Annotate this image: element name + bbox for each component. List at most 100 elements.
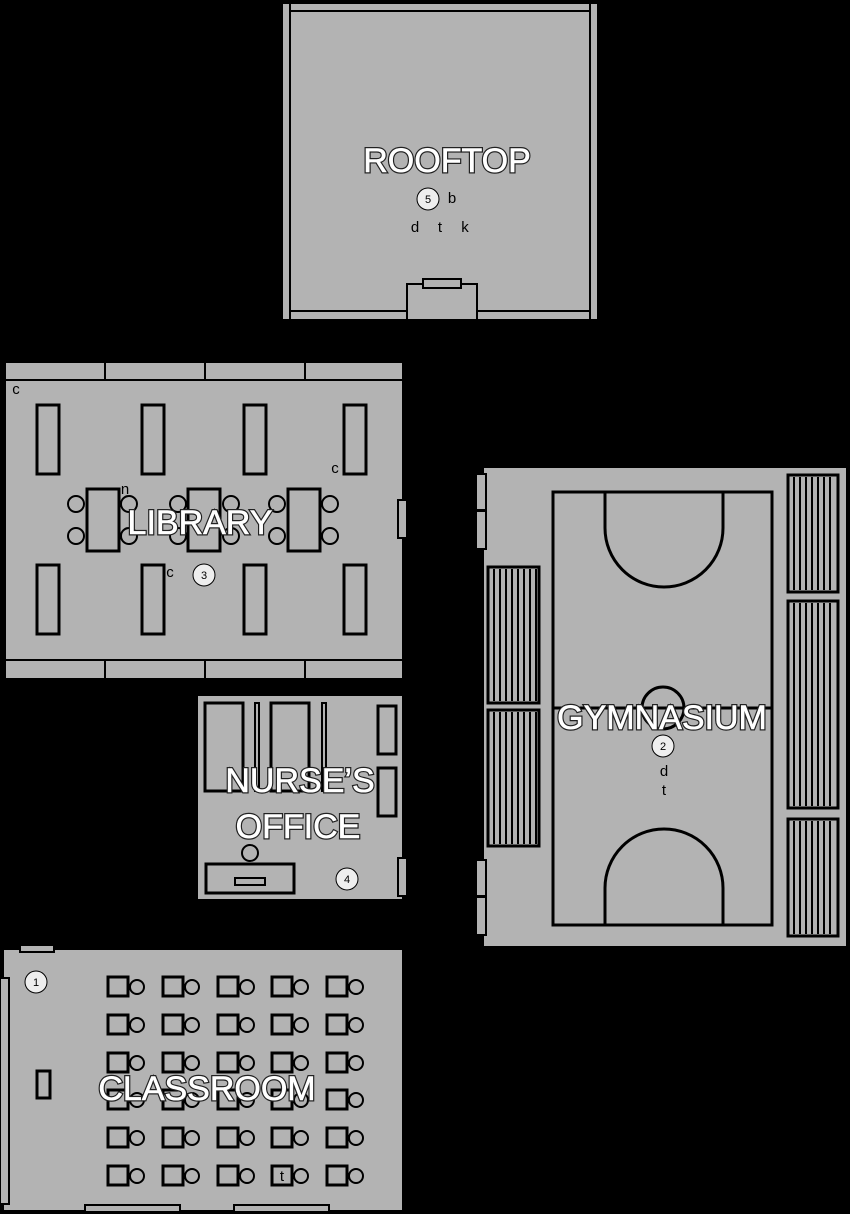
student-desk (106, 975, 145, 998)
gymnasium-label: GYMNASIUM (557, 699, 767, 737)
rooftop-marker-number: 5 (425, 194, 431, 206)
rooftop-letter-b: b (448, 190, 456, 207)
classroom-door-top[interactable] (19, 944, 55, 953)
student-chair (184, 1055, 200, 1071)
student-desk (216, 1164, 255, 1187)
student-chair (293, 1092, 309, 1108)
nurses-office-room[interactable]: NURSE’S NURSE’S OFFICE OFFICE 4 (196, 694, 408, 901)
student-chair (184, 1092, 200, 1108)
classroom-teacher-desk (35, 1069, 52, 1100)
library-shelves-bottom (4, 659, 404, 680)
rooftop-label-outline: ROOFTOP (363, 142, 531, 180)
library-shelves-top (4, 361, 404, 381)
rooftop-room[interactable]: ROOFTOP ROOFTOP 5 b d t k (281, 2, 599, 321)
classroom-door-bottom-right[interactable] (233, 1204, 330, 1213)
rooftop-wall-bottom-left (289, 310, 409, 321)
nurses-office-label-line2: OFFICE (236, 808, 361, 846)
nurses-office-marker-number: 4 (344, 874, 350, 886)
nurses-office-label-line1-outline: NURSE’S (225, 762, 374, 800)
rooftop-wall-bottom-right (476, 310, 591, 321)
classroom-label: CLASSROOM (98, 1070, 315, 1108)
rooftop-door[interactable] (422, 278, 462, 289)
student-chair (239, 1130, 255, 1146)
nurses-office-label-line1: NURSE’S (225, 762, 374, 800)
student-desk (270, 1051, 309, 1074)
classroom-door-bottom-left[interactable] (84, 1204, 181, 1213)
nurses-office-beds (203, 701, 311, 793)
student-desk (325, 1164, 364, 1187)
library-door[interactable] (397, 499, 408, 539)
rooftop-letter-k: k (461, 219, 469, 236)
nurses-office-chair (241, 844, 259, 862)
student-chair (239, 1055, 255, 1071)
rooftop-marker[interactable] (416, 187, 440, 211)
student-chair (293, 1017, 309, 1033)
bleacher-block (486, 565, 541, 705)
student-chair (239, 1168, 255, 1184)
rooftop-label: ROOFTOP (363, 142, 531, 180)
classroom-marker[interactable] (24, 970, 48, 994)
library-marker-number: 3 (201, 570, 207, 582)
bleacher-block (486, 708, 541, 848)
student-desk (270, 1088, 309, 1111)
classroom-room[interactable]: CLASSROOM CLASSROOM 1 t (0, 944, 404, 1213)
student-chair (129, 1092, 145, 1108)
bleacher-block (786, 473, 840, 594)
gymnasium-label-outline: GYMNASIUM (557, 699, 767, 737)
library-room[interactable]: LIBRARY LIBRARY 3 c c n c (4, 361, 408, 680)
library-chairs (67, 495, 339, 545)
library-label-outline: LIBRARY (128, 504, 273, 542)
student-chair (293, 1055, 309, 1071)
student-chair (348, 1092, 364, 1108)
rooftop-wall-top (281, 2, 599, 12)
court-key-bottom (603, 827, 725, 925)
student-chair (184, 1017, 200, 1033)
student-desk (325, 975, 364, 998)
classroom-label-outline: CLASSROOM (98, 1070, 315, 1108)
rooftop-wall-right (589, 2, 599, 321)
gymnasium-room[interactable]: GYMNASIUM GYMNASIUM 2 d t (475, 466, 848, 948)
student-chair (184, 1130, 200, 1146)
gymnasium-marker-number: 2 (660, 741, 666, 753)
nurses-office-marker[interactable] (335, 867, 359, 891)
student-chair (239, 1017, 255, 1033)
student-desk (161, 1013, 200, 1036)
student-chair (239, 979, 255, 995)
gymnasium-marker[interactable] (651, 734, 675, 758)
library-letter-n: n (121, 481, 129, 498)
student-desk (161, 975, 200, 998)
library-label: LIBRARY (128, 504, 273, 542)
court-key-top (603, 492, 725, 589)
rooftop-wall-left (281, 2, 291, 321)
student-chair (348, 979, 364, 995)
student-chair (293, 1168, 309, 1184)
library-marker[interactable] (192, 563, 216, 587)
bleacher-block (786, 817, 840, 938)
library-floor (4, 361, 404, 680)
bleacher-block (786, 599, 840, 810)
student-desk (325, 1013, 364, 1036)
library-letter-c-corner: c (12, 381, 20, 398)
rooftop-stairwell (406, 283, 478, 321)
student-desk (216, 1088, 255, 1111)
nurses-office-label-line2-outline: OFFICE (236, 808, 361, 846)
library-letter-c-center: c (166, 564, 174, 581)
student-chair (348, 1017, 364, 1033)
gymnasium-letter-d: d (660, 763, 668, 780)
student-chair (129, 1017, 145, 1033)
student-desk (325, 1088, 364, 1111)
classroom-letter-t: t (280, 1168, 285, 1185)
student-chair (293, 1130, 309, 1146)
classroom-desks (106, 975, 364, 1187)
student-desk (270, 1126, 309, 1149)
student-desk (161, 1051, 200, 1074)
library-bookcases (35, 403, 368, 636)
gymnasium-doors[interactable] (475, 473, 487, 936)
student-chair (184, 1168, 200, 1184)
nurses-office-door[interactable] (397, 857, 408, 897)
student-desk (161, 1126, 200, 1149)
student-desk (325, 1126, 364, 1149)
student-desk (216, 975, 255, 998)
student-desk (216, 1051, 255, 1074)
